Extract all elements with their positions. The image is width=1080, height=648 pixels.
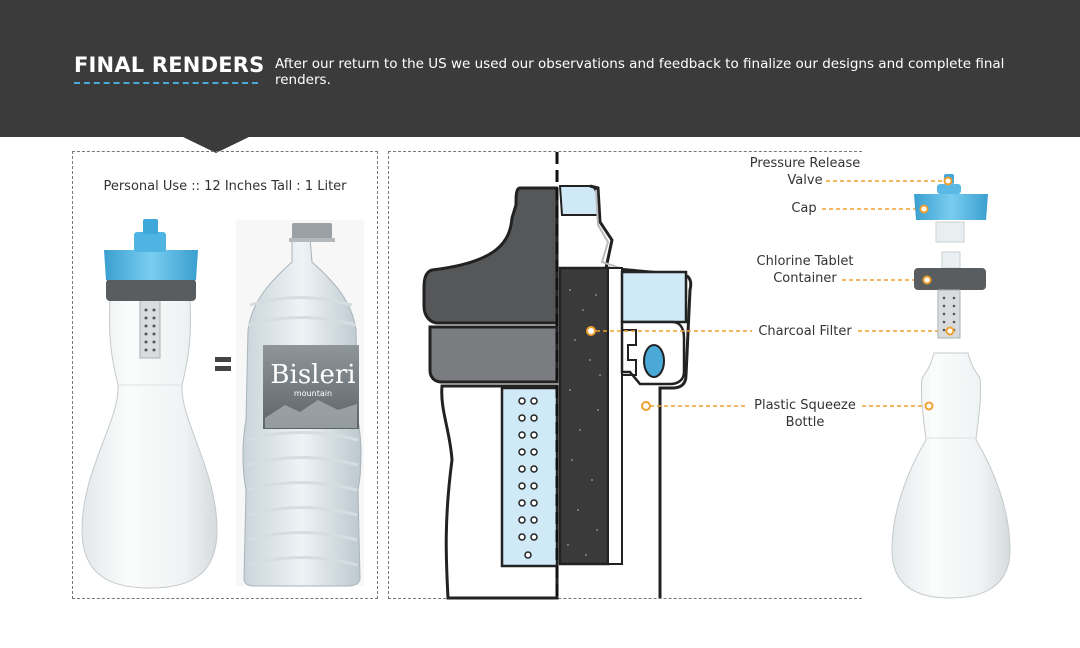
equals-sign: [215, 357, 231, 371]
callout-lines: [596, 180, 950, 407]
callout-dots: [586, 326, 651, 411]
reference-bottle-render: Bisleri mountain: [236, 220, 364, 587]
header-pointer: [181, 136, 251, 153]
page-description: After our return to the US we used our o…: [275, 56, 1005, 88]
callout-charcoal-filter: Charcoal Filter: [758, 324, 852, 339]
cross-section-panel: [388, 151, 862, 599]
bisleri-subbrand: mountain: [294, 389, 332, 398]
exploded-bottle-render: [891, 174, 1011, 599]
bottle-cutaway-half: [558, 184, 693, 598]
callout-end-dots: [919, 176, 955, 411]
size-caption: Personal Use :: 12 Inches Tall : 1 Liter: [103, 179, 347, 194]
header-banner: [0, 0, 1080, 137]
designed-bottle-render: [81, 219, 218, 589]
page-title: FINAL RENDERS: [74, 53, 265, 77]
size-comparison-panel: [72, 151, 378, 599]
bisleri-brand: Bisleri: [270, 360, 355, 390]
callout-pressure-release-valve: Pressure Release Valve: [749, 156, 861, 188]
callout-chlorine-tablet-container: Chlorine Tablet Container: [756, 254, 854, 286]
callout-cap: Cap: [791, 201, 817, 216]
callout-plastic-squeeze-bottle: Plastic Squeeze Bottle: [754, 398, 856, 430]
title-underline: [74, 82, 258, 84]
bottle-exterior-half: [422, 186, 559, 600]
